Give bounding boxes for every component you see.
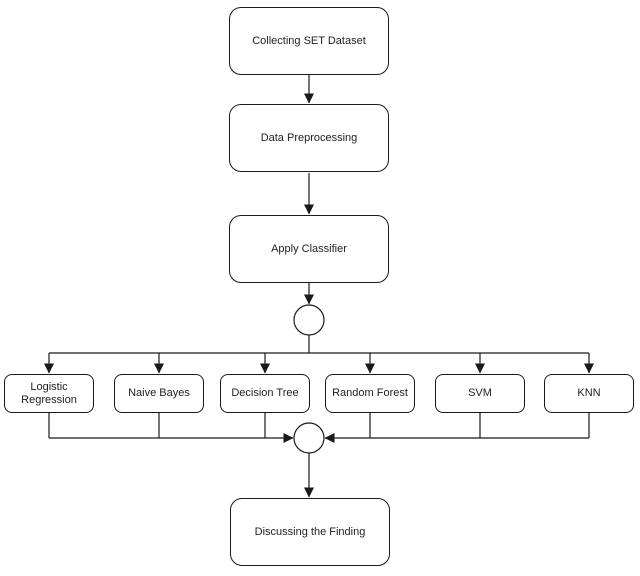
node-label: Discussing the Finding — [254, 525, 366, 538]
node-discussing-the-finding: Discussing the Finding — [230, 498, 390, 566]
node-collecting-set-dataset: Collecting SET Dataset — [229, 7, 389, 75]
split-junction-circle — [293, 304, 325, 336]
node-data-preprocessing: Data Preprocessing — [229, 104, 389, 172]
node-logistic-regression: Logistic Regression — [4, 374, 94, 413]
merge-junction-circle — [293, 422, 325, 454]
node-label: Naive Bayes — [128, 387, 190, 399]
node-naive-bayes: Naive Bayes — [114, 374, 204, 413]
node-apply-classifier: Apply Classifier — [229, 215, 389, 283]
split-branch-bus — [49, 335, 589, 354]
merge-branch-drops — [48, 413, 590, 438]
node-label: Random Forest — [332, 387, 408, 399]
node-label: Logistic Regression — [21, 380, 77, 406]
node-label: Collecting SET Dataset — [252, 34, 366, 47]
node-label: SVM — [468, 387, 492, 399]
node-knn: KNN — [544, 374, 634, 413]
node-random-forest: Random Forest — [325, 374, 415, 413]
node-decision-tree: Decision Tree — [220, 374, 310, 413]
node-label: Decision Tree — [231, 387, 299, 399]
node-label: KNN — [577, 387, 601, 399]
node-svm: SVM — [435, 374, 525, 413]
node-label: Apply Classifier — [271, 242, 347, 255]
node-label: Data Preprocessing — [260, 131, 358, 144]
